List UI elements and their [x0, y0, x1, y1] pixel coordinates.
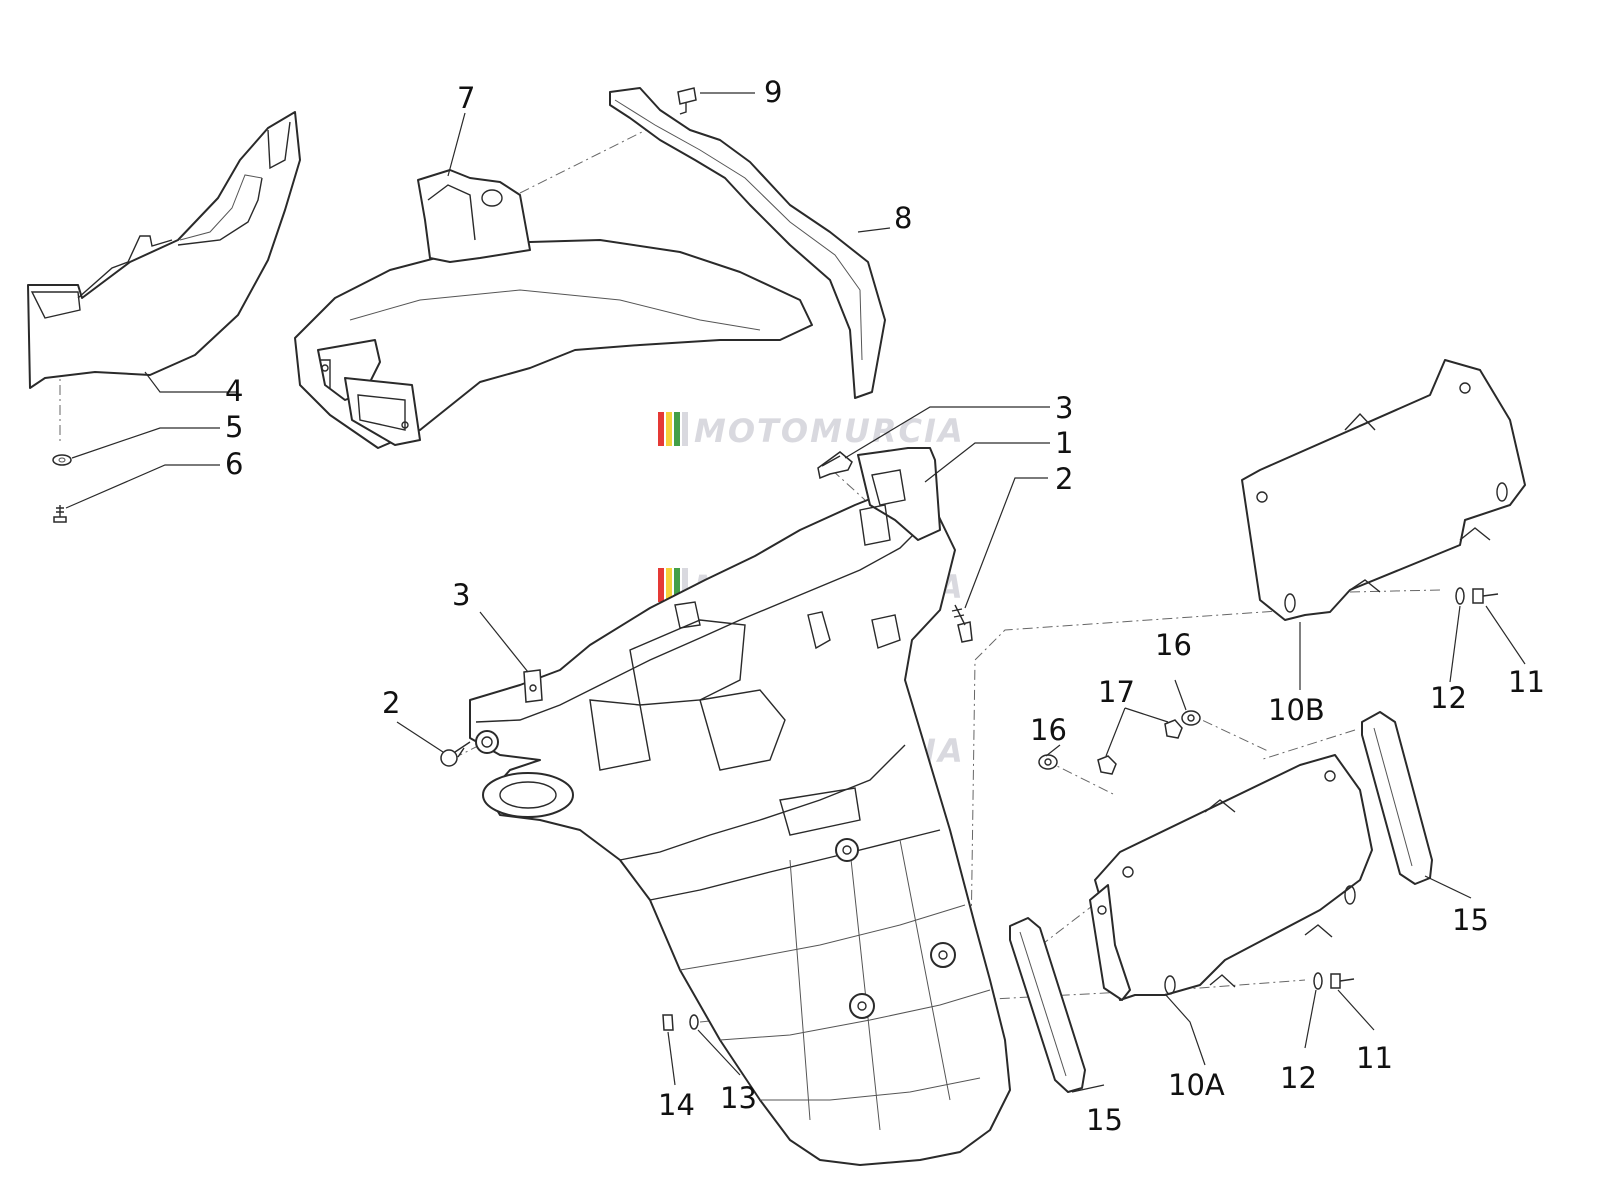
callout-6: 6 — [225, 447, 243, 481]
callout-12-lower: 12 — [1280, 1061, 1317, 1095]
callout-16-upper: 16 — [1155, 628, 1192, 662]
part-17-nut-a — [1164, 719, 1183, 739]
part-1-rear-mudguard — [469, 447, 1011, 1166]
callout-17: 17 — [1098, 675, 1135, 709]
part-8-rail — [609, 87, 886, 399]
part-12-washer-upper — [1455, 587, 1465, 605]
callout-2-right: 2 — [1055, 462, 1073, 496]
part-14-nut — [662, 1014, 674, 1031]
callout-11-upper: 11 — [1508, 665, 1545, 699]
callout-3-left: 3 — [452, 578, 470, 612]
callout-4: 4 — [225, 374, 243, 408]
part-17-nut-b — [1097, 755, 1117, 775]
callout-15-right: 15 — [1452, 903, 1489, 937]
part-11-screw-lower — [1330, 973, 1355, 989]
leader-lines — [65, 92, 1526, 1093]
callout-14: 14 — [658, 1088, 695, 1122]
part-15-reflector-left — [1009, 917, 1086, 1093]
callout-5: 5 — [225, 410, 243, 444]
part-16-washer-b — [1038, 754, 1058, 770]
callout-16-left: 16 — [1030, 713, 1067, 747]
part-9-screw — [677, 87, 697, 115]
part-11-screw-upper — [1472, 588, 1499, 604]
part-2-screw-right — [951, 604, 973, 643]
part-15-reflector-right — [1361, 711, 1433, 885]
callout-9: 9 — [764, 75, 782, 109]
callout-3-top: 3 — [1055, 391, 1073, 425]
part-6-screw — [53, 505, 67, 523]
watermark-text: MOTOMURCIA — [694, 412, 965, 450]
watermark-top: MOTOMURCIA — [658, 412, 965, 450]
part-12-washer-lower — [1313, 972, 1323, 990]
part-7-inner-mudguard — [294, 169, 813, 449]
callout-15-left: 15 — [1086, 1103, 1123, 1137]
part-13-washer — [689, 1014, 699, 1030]
part-10a-plate-bracket — [1089, 754, 1373, 1001]
part-10b-plate-bracket — [1241, 359, 1526, 621]
callout-1: 1 — [1055, 426, 1073, 460]
callout-11-lower: 11 — [1356, 1041, 1393, 1075]
callout-7: 7 — [457, 81, 475, 115]
part-4-side-cover — [27, 111, 301, 389]
part-5-washer — [52, 454, 72, 466]
callout-2-left: 2 — [382, 686, 400, 720]
part-16-washer-a — [1181, 710, 1201, 726]
part-2-screw-left — [440, 741, 471, 767]
callout-13: 13 — [720, 1081, 757, 1115]
callout-10a: 10A — [1168, 1068, 1225, 1102]
part-3-clip-top — [817, 451, 853, 480]
callout-8: 8 — [894, 201, 912, 235]
part-3-clip-left — [523, 669, 543, 703]
callout-12-upper: 12 — [1430, 681, 1467, 715]
callout-10b: 10B — [1268, 693, 1325, 727]
callout-labels: 1 2 2 3 3 4 5 6 7 8 9 10A 10B 11 11 12 1… — [225, 75, 1545, 1137]
